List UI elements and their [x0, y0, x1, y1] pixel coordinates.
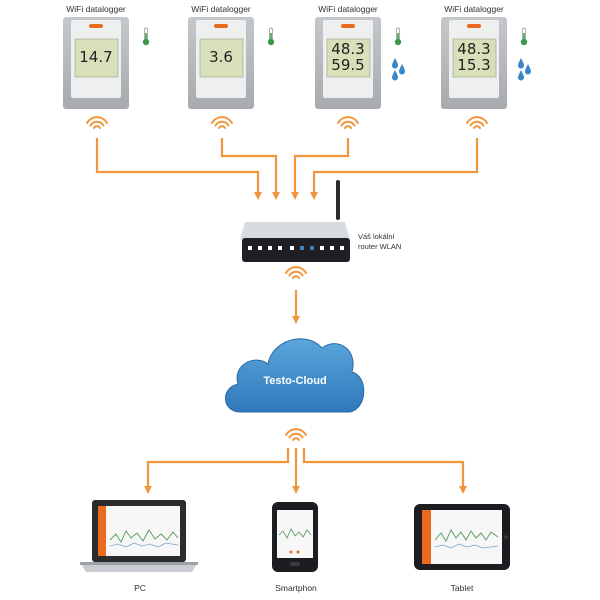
- wifi-signal-icon: [337, 116, 359, 129]
- connector-arrow: [220, 138, 280, 200]
- connector-arrow: [302, 448, 467, 494]
- droplets-icon: [392, 58, 405, 81]
- logger-label: WiFi datalogger: [66, 4, 126, 14]
- wlan-router: [240, 180, 350, 262]
- droplets-icon: [518, 58, 531, 81]
- router-label-line: Váš lokální: [358, 232, 395, 241]
- thermometer-icon: [142, 27, 150, 46]
- smartphone-device: [272, 502, 318, 572]
- logger-reading: 59.5: [331, 56, 365, 74]
- logger-1: [63, 17, 129, 109]
- connector-arrow: [95, 138, 262, 200]
- thermometer-icon: [394, 27, 402, 46]
- logger-reading: 3.6: [209, 48, 233, 66]
- testo-cloud: [225, 338, 365, 413]
- logger-2: [188, 17, 254, 109]
- device-label-tablet: Tablet: [450, 583, 474, 593]
- logger-reading: 48.3: [331, 40, 365, 58]
- logger-4: [441, 17, 507, 109]
- device-label-pc: PC: [134, 583, 146, 593]
- device-label-smartphone: Smartphon: [275, 583, 317, 593]
- thermometer-icon: [267, 27, 275, 46]
- wifi-signal-icon: [211, 116, 233, 129]
- logger-3: [315, 17, 381, 109]
- logger-label: WiFi datalogger: [191, 4, 251, 14]
- tablet-device: [414, 504, 510, 570]
- logger-label: WiFi datalogger: [444, 4, 504, 14]
- logger-reading: 48.3: [457, 40, 491, 58]
- cloud-label: Testo-Cloud: [263, 375, 327, 387]
- pc-laptop: [80, 500, 198, 572]
- thermometer-icon: [520, 27, 528, 46]
- wifi-signal-icon: [86, 116, 108, 129]
- wifi-signal-icon: [285, 266, 307, 279]
- router-label: Váš lokální router WLAN: [358, 232, 401, 252]
- connector-arrow: [144, 448, 290, 494]
- logger-reading: 14.7: [79, 48, 113, 66]
- connector-arrow: [291, 138, 350, 200]
- router-label-line: router WLAN: [358, 242, 402, 251]
- connector-arrow: [310, 138, 479, 200]
- logger-reading: 15.3: [457, 56, 491, 74]
- wifi-signal-icon: [466, 116, 488, 129]
- logger-label: WiFi datalogger: [318, 4, 378, 14]
- wifi-signal-icon: [285, 428, 307, 441]
